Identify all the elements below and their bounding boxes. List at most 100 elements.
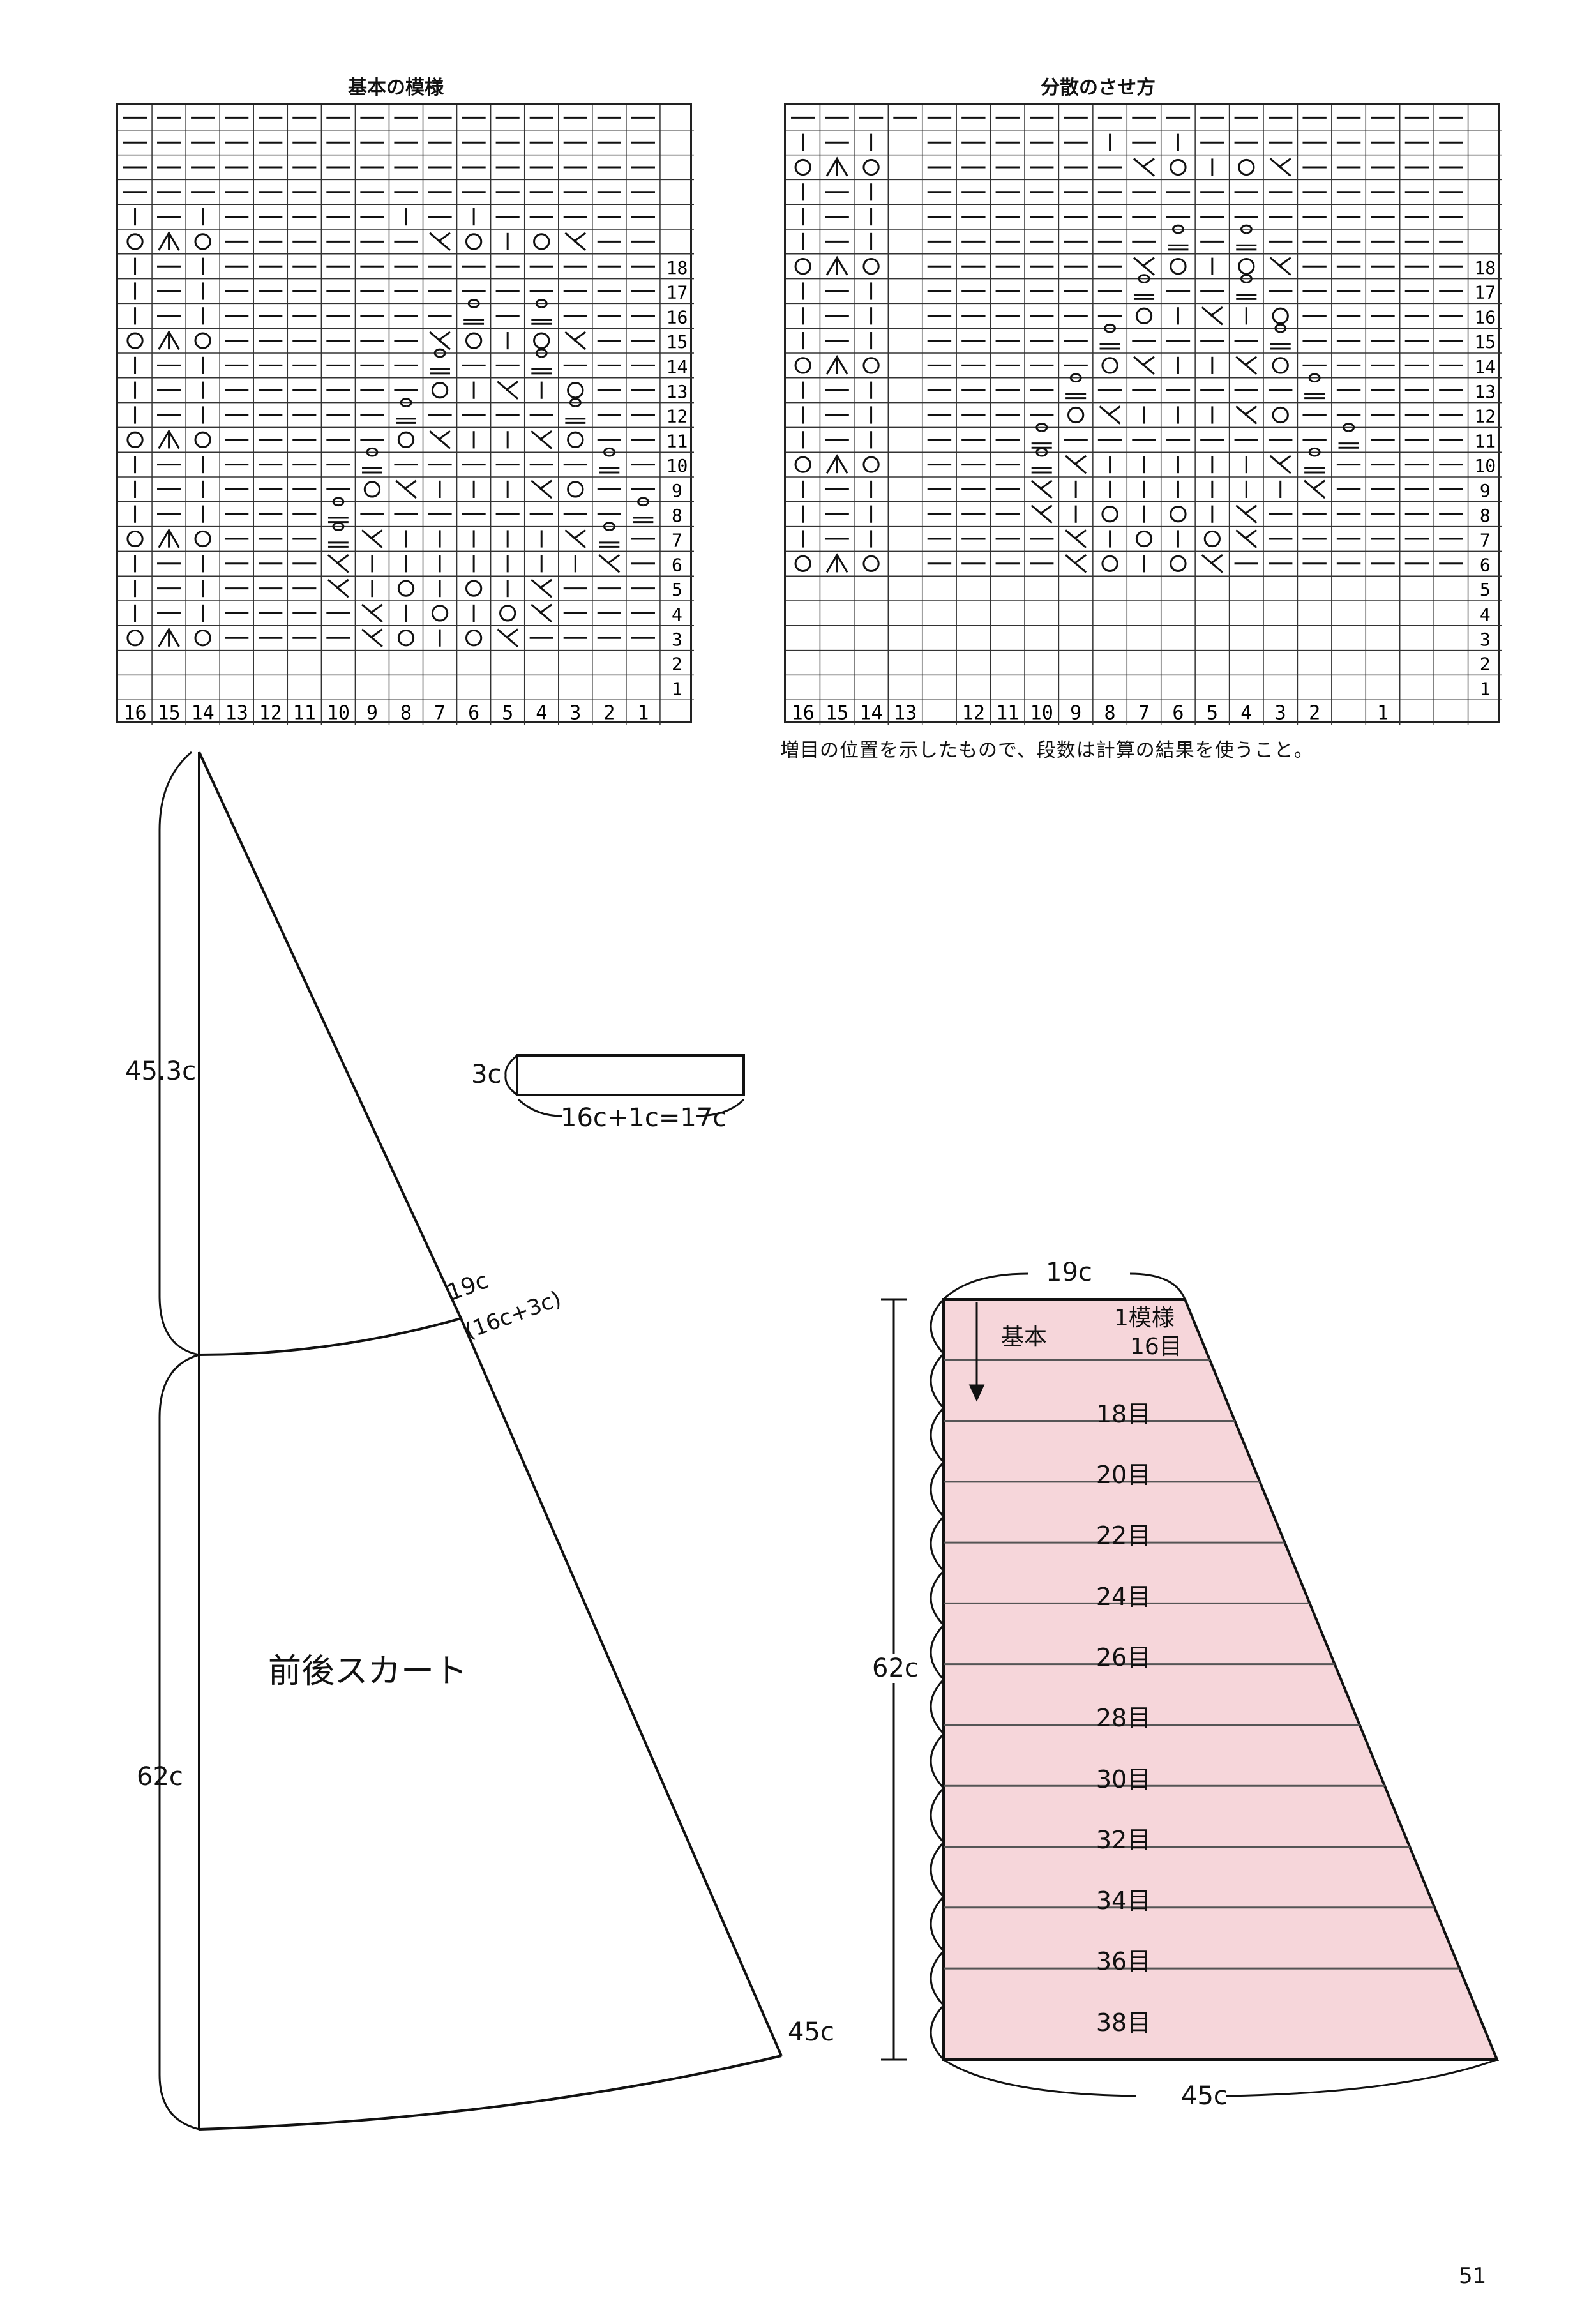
stitch-symbol bbox=[194, 332, 211, 349]
stitch-symbol bbox=[126, 630, 144, 647]
stitch-symbol bbox=[862, 357, 880, 374]
stitch-symbol bbox=[361, 628, 383, 647]
stitch-symbol bbox=[533, 332, 550, 349]
stitch-symbol bbox=[397, 431, 415, 448]
chart-row-number: 14 bbox=[1474, 356, 1496, 377]
stitch-symbol bbox=[533, 233, 550, 250]
panel-scallop bbox=[930, 1787, 945, 1843]
stitch-symbol bbox=[794, 357, 811, 374]
stitch-symbol bbox=[567, 431, 584, 448]
stitch-symbol bbox=[564, 232, 587, 252]
stitch-symbol bbox=[825, 354, 848, 375]
stitch-symbol bbox=[1236, 224, 1257, 251]
stitch-symbol bbox=[1238, 158, 1255, 176]
stitch-symbol bbox=[862, 158, 880, 176]
stitch-symbol bbox=[497, 628, 519, 647]
stitch-symbol bbox=[1236, 274, 1257, 300]
stitch-symbol bbox=[825, 255, 848, 276]
stitch-symbol bbox=[158, 429, 180, 449]
stitch-symbol bbox=[1135, 530, 1153, 548]
stitch-symbol bbox=[429, 430, 451, 449]
chart-col-number: 4 bbox=[1240, 702, 1252, 724]
band-height: 3c bbox=[471, 1060, 502, 1089]
band-width: 16c+1c=17c bbox=[561, 1103, 727, 1133]
panel-row-label: 30目 bbox=[1095, 1765, 1152, 1793]
stitch-symbol bbox=[126, 233, 144, 250]
stitch-symbol bbox=[1235, 405, 1258, 425]
chart-row-number: 17 bbox=[666, 282, 688, 303]
stitch-symbol bbox=[362, 447, 382, 474]
stitch-symbol bbox=[1304, 447, 1325, 474]
chart-row-number: 13 bbox=[1474, 381, 1496, 402]
panel-row-label: 38目 bbox=[1095, 2008, 1152, 2037]
panel-first-label-2: 16目 bbox=[1130, 1334, 1182, 1360]
stitch-symbol bbox=[1304, 479, 1326, 499]
chart-col-number: 16 bbox=[792, 702, 815, 724]
stitch-symbol bbox=[531, 299, 552, 325]
chart-row-number: 2 bbox=[1480, 654, 1491, 675]
stitch-symbol bbox=[158, 528, 180, 548]
stitch-symbol bbox=[158, 230, 180, 251]
stitch-symbol bbox=[126, 431, 144, 448]
stitch-symbol bbox=[1101, 357, 1118, 374]
stitch-symbol bbox=[1238, 258, 1255, 275]
panel-scallop bbox=[930, 1298, 945, 1355]
stitch-symbol bbox=[1269, 158, 1291, 177]
stitch-symbol bbox=[1135, 307, 1153, 324]
panel-row-label: 28目 bbox=[1095, 1704, 1152, 1733]
stitch-symbol bbox=[194, 630, 211, 647]
stitch-symbol bbox=[431, 382, 449, 399]
skirt-bottom-height: 62c bbox=[137, 1762, 183, 1791]
stitch-symbol bbox=[794, 258, 811, 275]
chart-row-number: 3 bbox=[672, 629, 682, 650]
chart-row-number: 10 bbox=[666, 455, 688, 476]
stitch-symbol bbox=[1031, 447, 1052, 474]
stitch-symbol bbox=[1065, 373, 1087, 400]
skirt-outline bbox=[198, 751, 783, 2131]
stitch-symbol bbox=[1067, 406, 1085, 424]
stitch-symbol bbox=[1272, 406, 1289, 424]
chart-col-number: 1 bbox=[637, 702, 649, 724]
stitch-symbol bbox=[1235, 529, 1258, 548]
panel-base-label: 基本 bbox=[1001, 1324, 1048, 1350]
panel-row-label: 24目 bbox=[1095, 1582, 1152, 1611]
chart-row-number: 7 bbox=[672, 530, 682, 551]
panel-scallop bbox=[930, 1461, 945, 1518]
chart-col-number: 6 bbox=[468, 702, 479, 724]
stitch-symbol bbox=[327, 522, 349, 548]
chart-row-number: 14 bbox=[666, 356, 688, 377]
chart-col-number: 11 bbox=[293, 702, 316, 724]
stitch-symbol bbox=[1065, 529, 1087, 548]
chart-col-number: 9 bbox=[366, 702, 378, 724]
stitch-symbol bbox=[1201, 554, 1223, 573]
stitch-symbol bbox=[1133, 257, 1155, 276]
chart-col-number: 3 bbox=[569, 702, 581, 724]
stitch-symbol bbox=[361, 603, 383, 623]
stitch-symbol bbox=[531, 578, 553, 598]
band-dimension bbox=[504, 1054, 745, 1117]
stitch-symbol bbox=[1133, 356, 1155, 375]
stitch-symbol bbox=[158, 627, 180, 647]
chart-row-number: 6 bbox=[672, 554, 682, 575]
stitch-symbol bbox=[531, 348, 552, 375]
stitch-symbol bbox=[1201, 306, 1223, 326]
stitch-symbol bbox=[599, 522, 620, 548]
stitch-symbol bbox=[1304, 373, 1325, 400]
stitch-symbol bbox=[531, 430, 553, 449]
chart-row-number: 16 bbox=[1474, 306, 1496, 328]
stitch-symbol bbox=[497, 381, 519, 400]
stitch-symbol bbox=[1269, 257, 1291, 276]
panel-scallop bbox=[930, 1733, 945, 1789]
stitch-symbol bbox=[431, 605, 449, 622]
panel-scallop bbox=[930, 1841, 945, 1897]
skirt-bottom-right: 45c bbox=[788, 2018, 834, 2047]
stitch-symbol bbox=[1030, 504, 1053, 524]
chart-col-number: 4 bbox=[536, 702, 547, 724]
stitch-symbol bbox=[567, 481, 584, 498]
stitch-symbol bbox=[429, 232, 451, 252]
stitch-symbol bbox=[825, 454, 848, 474]
panel-scallop bbox=[930, 1678, 945, 1735]
stitch-symbol bbox=[194, 233, 211, 250]
stitch-symbol bbox=[1272, 357, 1289, 374]
